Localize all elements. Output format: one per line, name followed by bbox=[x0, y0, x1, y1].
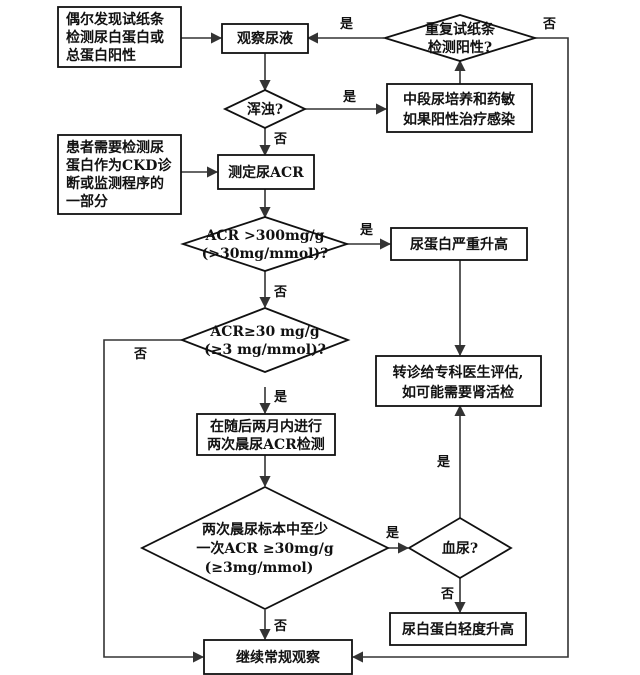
node-text-line: 断或监测程序的 bbox=[66, 175, 164, 192]
node-text-line: 在随后两月内进行 bbox=[210, 418, 322, 435]
label-check-yes: 是 bbox=[385, 526, 400, 541]
node-text-line: 转诊给专科医生评估, bbox=[393, 364, 524, 381]
node-text-line: 观察尿液 bbox=[237, 30, 294, 47]
label-hematuria-no: 否 bbox=[440, 587, 454, 602]
label-cloudy-yes: 是 bbox=[342, 90, 357, 105]
node-text-line: ACR≥30 mg/g bbox=[209, 324, 319, 340]
node-text-line: 如果阳性治疗感染 bbox=[403, 111, 516, 128]
node-two-samples-check: 两次晨尿标本中至少 一次ACR ≥30mg/g (≥3mg/mmol) bbox=[139, 485, 391, 611]
node-acr-300: ACR >300mg/g (>30mg/mmol)? bbox=[180, 216, 350, 272]
label-repeat-yes: 是 bbox=[339, 17, 354, 32]
node-text-line: (>30mg/mmol)? bbox=[202, 246, 329, 262]
label-acr300-yes: 是 bbox=[359, 223, 374, 238]
node-midstream-culture: 中段尿培养和药敏 如果阳性治疗感染 bbox=[386, 83, 533, 133]
node-text-line: 两次晨尿ACR检测 bbox=[207, 436, 325, 453]
node-acr-30: ACR≥30 mg/g (≥3 mg/mmol)? bbox=[179, 307, 351, 373]
label-cloudy-no: 否 bbox=[273, 132, 287, 147]
node-text-line: (≥3mg/mmol) bbox=[205, 560, 314, 576]
node-text-line: 检测阳性? bbox=[428, 39, 492, 56]
label-acr300-no: 否 bbox=[273, 285, 287, 300]
nodes: 偶尔发现试纸条 检测尿白蛋白或 总蛋白阳性 观察尿液 重复试纸条 检测阳性? 浑… bbox=[57, 6, 542, 675]
node-text-line: 尿白蛋白轻度升高 bbox=[402, 621, 514, 638]
node-text-line: (≥3 mg/mmol)? bbox=[204, 342, 326, 358]
label-hematuria-yes: 是 bbox=[436, 455, 451, 470]
edge-repeat-no-to-continue bbox=[351, 37, 569, 663]
node-dipstick-positive: 偶尔发现试纸条 检测尿白蛋白或 总蛋白阳性 bbox=[57, 6, 182, 68]
label-acr30-yes: 是 bbox=[273, 390, 288, 405]
label-check-no: 否 bbox=[273, 619, 287, 634]
node-continue-observation: 继续常规观察 bbox=[203, 639, 353, 675]
node-text-line: 一次ACR ≥30mg/g bbox=[196, 540, 333, 557]
node-text-line: 尿蛋白严重升高 bbox=[410, 236, 508, 253]
node-text-line: 如可能需要肾活检 bbox=[402, 384, 514, 401]
node-text-line: 两次晨尿标本中至少 bbox=[202, 521, 328, 538]
node-text-line: 继续常规观察 bbox=[236, 649, 321, 666]
label-repeat-no: 否 bbox=[542, 17, 556, 32]
label-acr30-no: 否 bbox=[133, 347, 147, 362]
node-text-line: ACR >300mg/g bbox=[205, 228, 325, 244]
node-text-line: 患者需要检测尿 bbox=[66, 139, 164, 156]
node-refer-specialist: 转诊给专科医生评估, 如可能需要肾活检 bbox=[375, 355, 542, 407]
node-text-line: 偶尔发现试纸条 bbox=[66, 11, 165, 28]
node-text-line: 重复试纸条 bbox=[425, 21, 496, 38]
node-text-line: 蛋白作为CKD诊 bbox=[66, 157, 172, 174]
node-observe-urine: 观察尿液 bbox=[221, 23, 309, 54]
node-text-line: 血尿? bbox=[442, 540, 478, 557]
node-text-line: 总蛋白阳性 bbox=[66, 47, 136, 64]
node-text-line: 中段尿培养和药敏 bbox=[403, 91, 516, 108]
edges bbox=[103, 32, 569, 663]
node-repeat-dipstick: 重复试纸条 检测阳性? bbox=[381, 14, 539, 62]
node-severe-increase: 尿蛋白严重升高 bbox=[390, 227, 528, 261]
node-text-line: 测定尿ACR bbox=[228, 164, 304, 181]
node-cloudy: 浑浊? bbox=[222, 89, 308, 129]
node-text-line: 一部分 bbox=[66, 193, 108, 210]
node-mild-increase: 尿白蛋白轻度升高 bbox=[389, 612, 527, 646]
node-text-line: 浑浊? bbox=[247, 101, 283, 118]
node-text-line: 检测尿白蛋白或 bbox=[66, 29, 164, 46]
node-hematuria: 血尿? bbox=[407, 516, 513, 580]
edge-acr30-no-to-continue bbox=[103, 339, 205, 663]
node-measure-acr: 测定尿ACR bbox=[217, 154, 315, 190]
node-two-morning-tests: 在随后两月内进行 两次晨尿ACR检测 bbox=[196, 413, 336, 456]
node-ckd-patient: 患者需要检测尿 蛋白作为CKD诊 断或监测程序的 一部分 bbox=[57, 134, 182, 215]
edge-labels: 是 否 是 否 是 否 否 是 是 是 否 否 bbox=[133, 17, 556, 634]
